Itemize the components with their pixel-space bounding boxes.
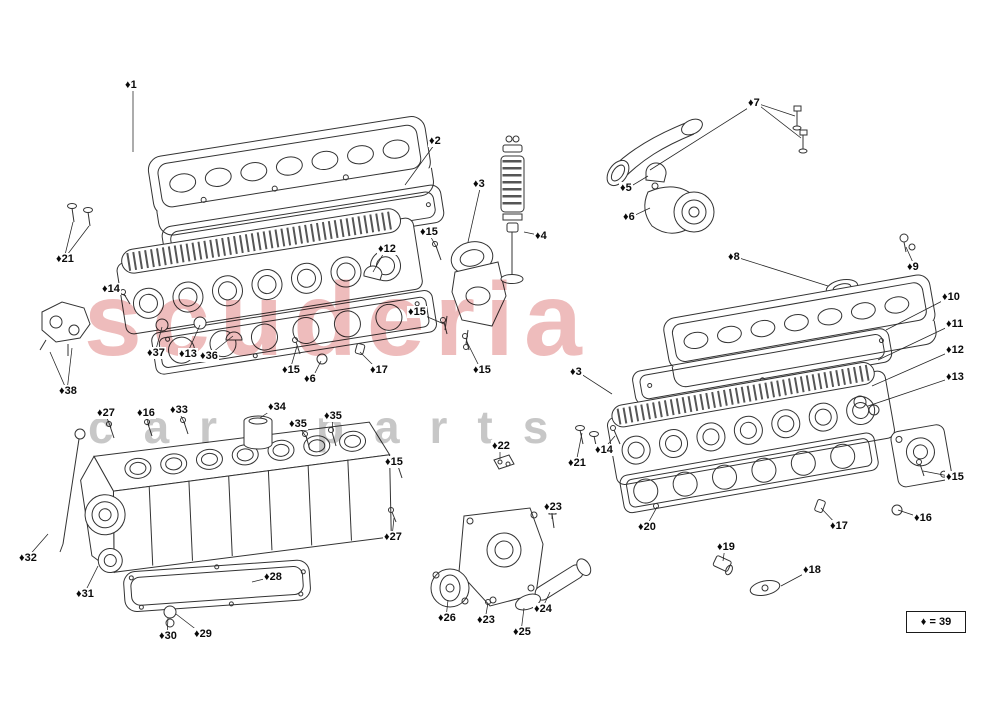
part-label-32: ♦32 [18,552,38,564]
part-label-1: ♦1 [124,79,138,91]
engine-block [80,421,392,574]
part-label-35: ♦35 [323,410,343,422]
part-label-23: ♦23 [476,614,496,626]
part-label-6: ♦6 [622,211,636,223]
part-label-10: ♦10 [941,291,961,303]
part-label-33: ♦33 [169,404,189,416]
part-label-3: ♦3 [569,366,583,378]
part-label-26: ♦26 [437,612,457,624]
part-label-25: ♦25 [512,626,532,638]
part-label-12: ♦12 [377,243,397,255]
bracket-22 [493,454,515,470]
part-label-7: ♦7 [747,97,761,109]
part-label-35: ♦35 [288,418,308,430]
part-label-21: ♦21 [567,457,587,469]
right-head-gasket [619,432,879,514]
part-label-2: ♦2 [428,135,442,147]
part-label-17: ♦17 [829,520,849,532]
part-label-27: ♦27 [383,531,403,543]
part-label-5: ♦5 [619,182,633,194]
part-label-14: ♦14 [101,283,121,295]
part-label-15: ♦15 [384,456,404,468]
part-label-22: ♦22 [491,440,511,452]
part-label-12: ♦12 [945,344,965,356]
part-label-18: ♦18 [802,564,822,576]
part-label-15: ♦15 [945,471,965,483]
part-label-28: ♦28 [263,571,283,583]
part-label-34: ♦34 [267,401,287,413]
oil-pan-gasket [123,559,311,612]
part-label-16: ♦16 [136,407,156,419]
right-cylinder-head [606,362,895,486]
part-label-14: ♦14 [594,444,614,456]
part-label-20: ♦20 [637,521,657,533]
valve-assembly [500,135,525,284]
part-label-36: ♦36 [199,350,219,362]
part-label-17: ♦17 [369,364,389,376]
part-label-15: ♦15 [419,226,439,238]
part-label-29: ♦29 [193,628,213,640]
part-label-11: ♦11 [945,318,965,330]
part-label-13: ♦13 [945,371,965,383]
part-label-9: ♦9 [906,261,920,273]
part-label-3: ♦3 [472,178,486,190]
part-label-15: ♦15 [281,364,301,376]
left-cylinder-head [116,208,423,335]
part-label-4: ♦4 [534,230,548,242]
part-label-30: ♦30 [158,630,178,642]
part-label-8: ♦8 [727,251,741,263]
left-valve-cover [147,116,434,236]
part-label-24: ♦24 [533,603,553,615]
part-label-37: ♦37 [146,347,166,359]
dipstick [59,428,86,553]
part-label-6: ♦6 [303,373,317,385]
part-label-31: ♦31 [75,588,95,600]
thermostat-housing-left [444,241,507,350]
part-label-16: ♦16 [913,512,933,524]
front-cover-assembly [430,507,592,611]
bolt-9 [899,233,916,253]
part-label-27: ♦27 [96,407,116,419]
part-label-38: ♦38 [58,385,78,397]
part-label-15: ♦15 [472,364,492,376]
legend-box: ♦ = 39 [906,611,966,633]
part-label-15: ♦15 [407,306,427,318]
part-label-19: ♦19 [716,541,736,553]
cylinder-liner-34 [243,415,273,450]
part-label-23: ♦23 [543,501,563,513]
part-label-13: ♦13 [178,348,198,360]
part-label-21: ♦21 [55,253,75,265]
